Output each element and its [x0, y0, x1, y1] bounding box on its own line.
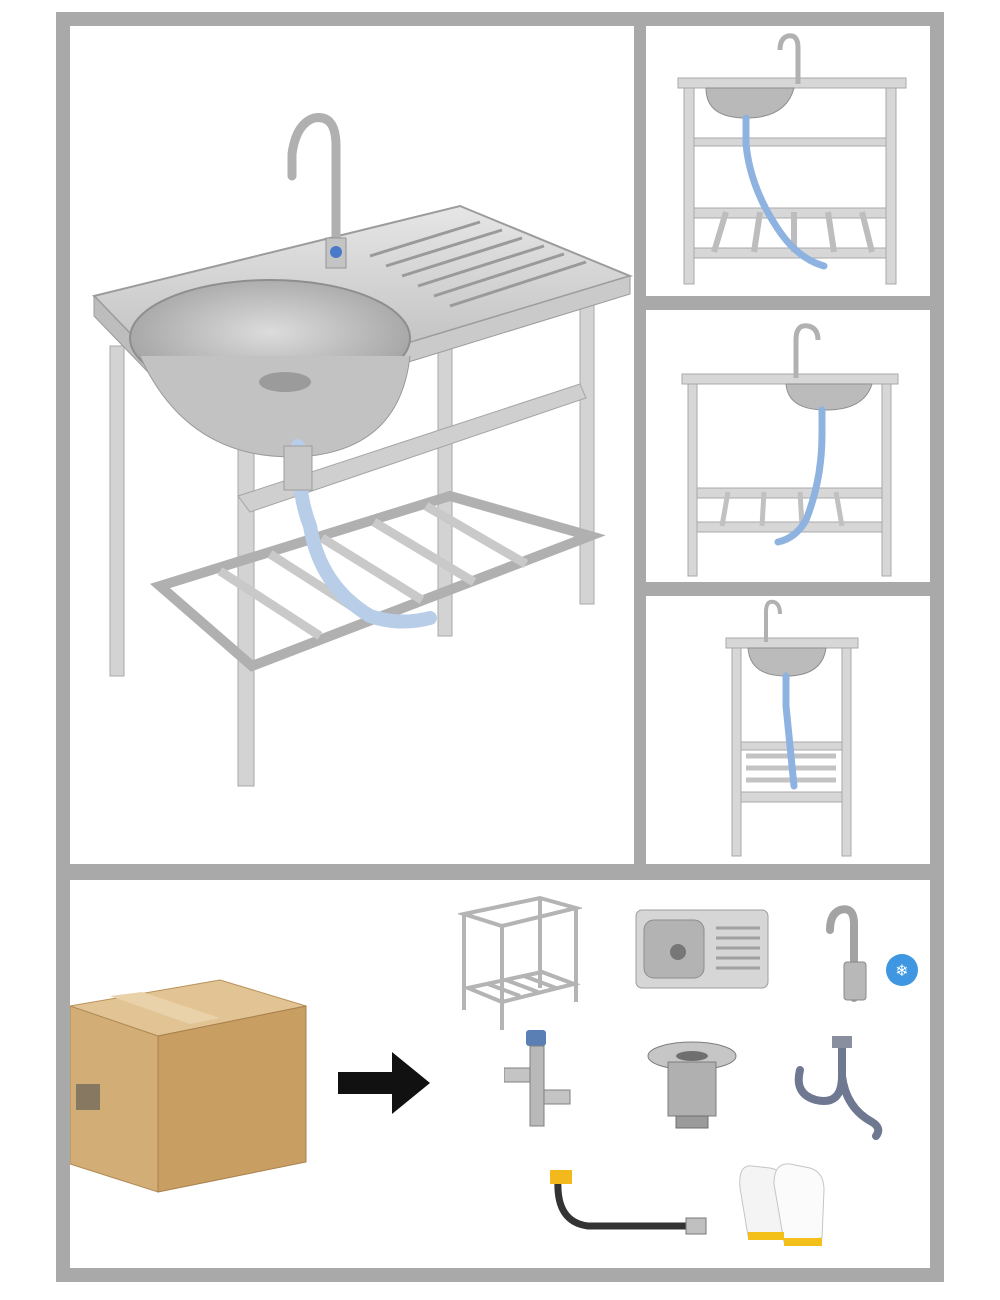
faucet	[287, 113, 341, 259]
narrow-view-illustration	[725, 599, 859, 857]
package-contents-panel: ❄	[70, 880, 930, 1268]
sink-basin-icon	[635, 909, 769, 989]
lower-shelf	[149, 490, 606, 672]
faucet-icon: ❄	[826, 905, 918, 1002]
drain-pipe-icon	[794, 1036, 883, 1140]
front-view-illustration	[677, 33, 907, 285]
side-view-panel	[646, 310, 930, 582]
side-view-illustration	[681, 323, 899, 577]
drain-strainer-icon	[647, 1041, 737, 1129]
frame-component-icon	[458, 895, 582, 1030]
main-sink-view-panel	[70, 26, 634, 864]
water-hose-icon	[550, 1170, 707, 1235]
shipping-box-icon	[70, 979, 307, 1193]
work-gloves-icon	[739, 1163, 825, 1246]
drainboard-ribs	[369, 220, 587, 308]
main-sink-illustration	[92, 113, 633, 787]
front-view-panel	[646, 26, 930, 296]
svg-text:❄: ❄	[895, 961, 908, 980]
narrow-view-panel	[646, 596, 930, 864]
arrow-right-icon	[338, 1052, 430, 1114]
angle-valve-icon	[504, 1030, 571, 1127]
